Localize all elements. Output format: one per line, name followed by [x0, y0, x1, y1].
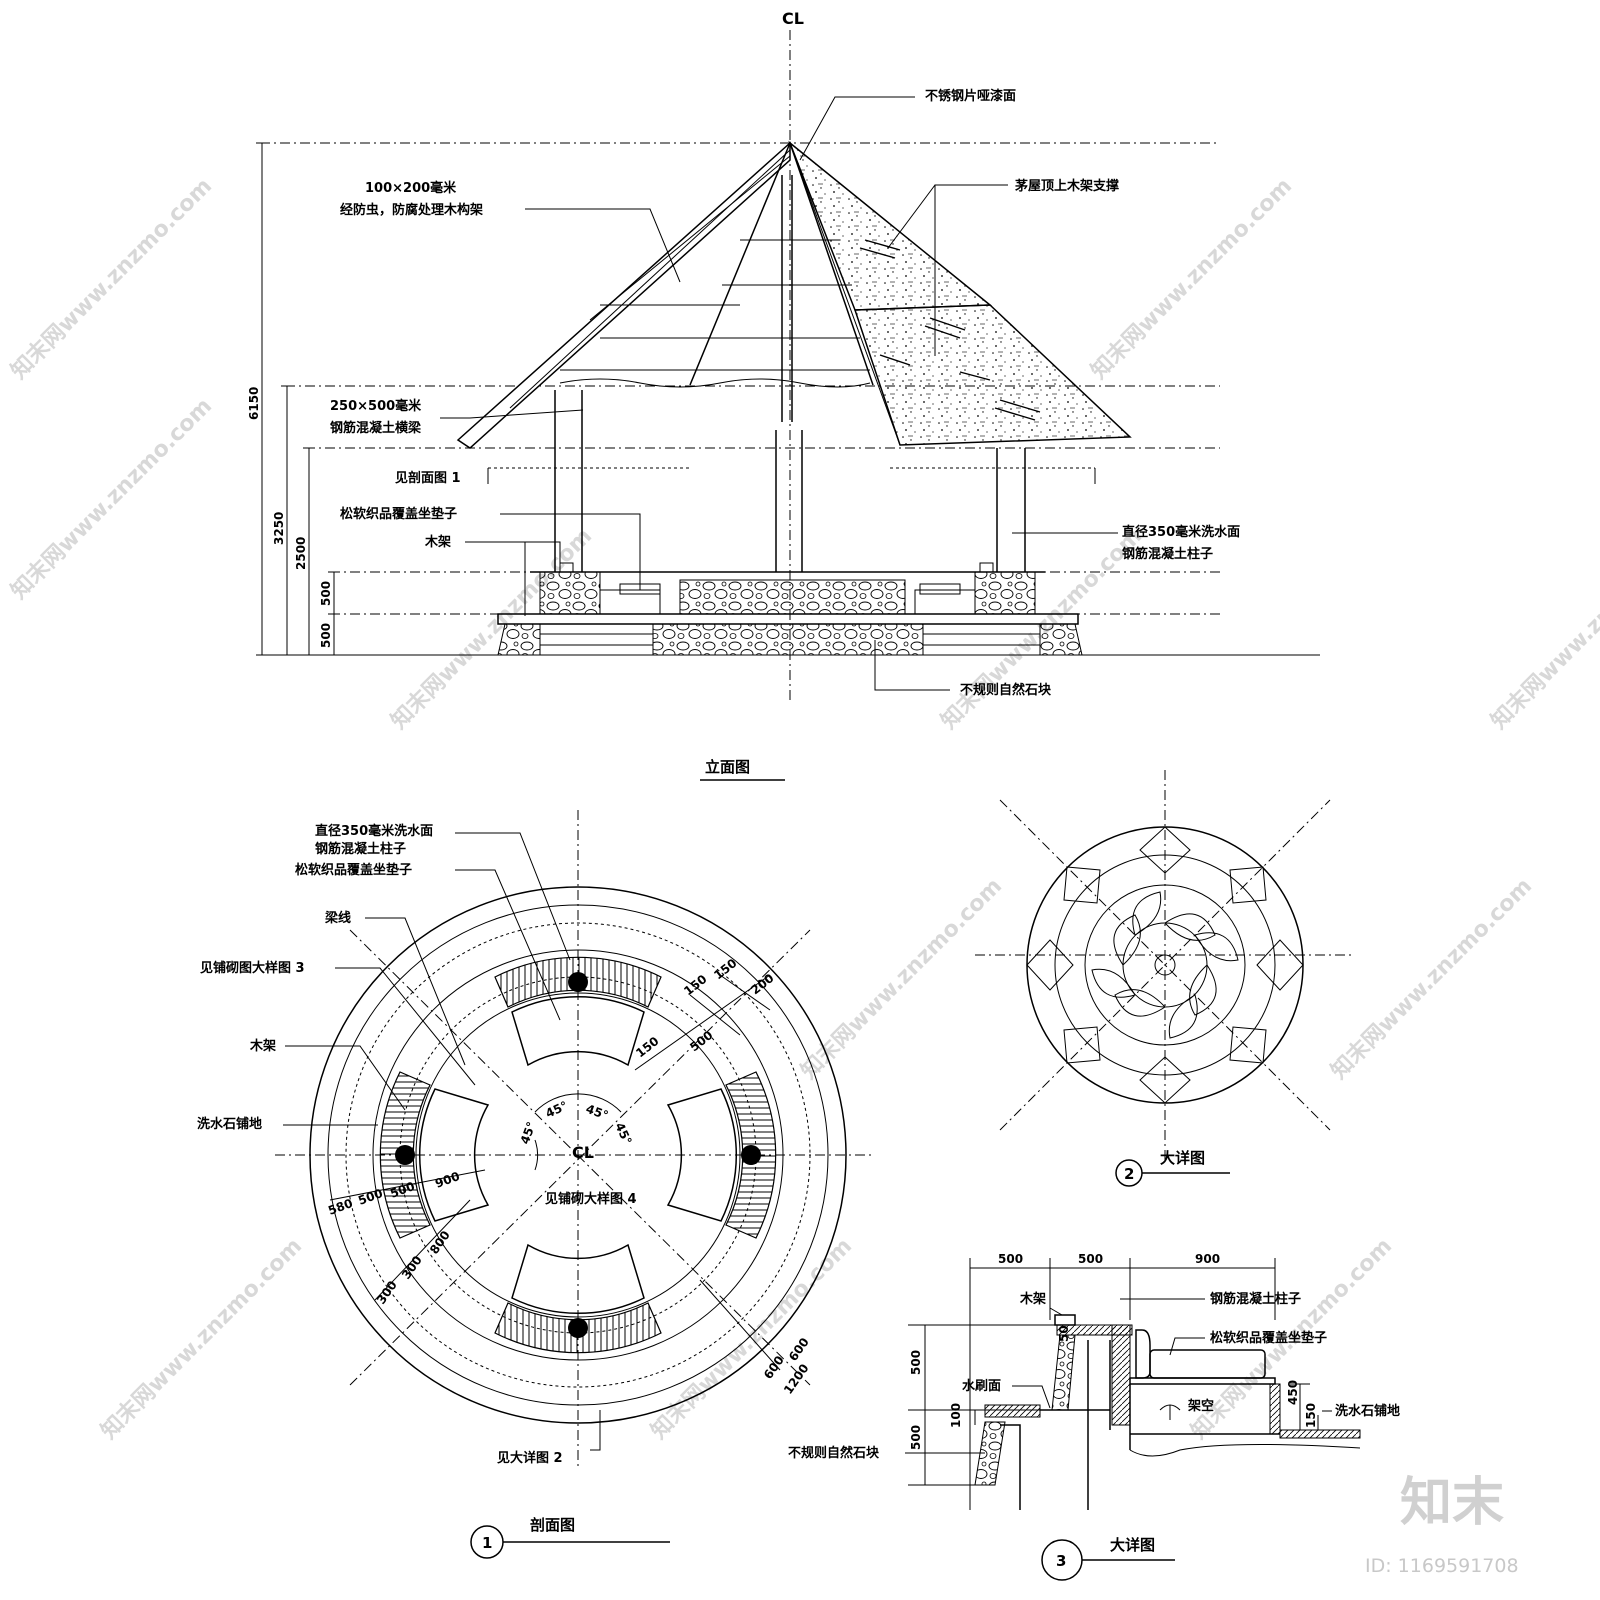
dim-1200: 1200 — [781, 1361, 812, 1396]
detail2-title: 大详图 — [1160, 1149, 1205, 1167]
label-stone: 不规则自然石块 — [960, 682, 1052, 698]
dim-150: 150 — [1304, 1403, 1318, 1428]
elevation-title: 立面图 — [705, 758, 750, 776]
dim-600: 600 — [761, 1353, 787, 1382]
label-see-paving-detail-3: 见铺砌图大样图 3 — [200, 960, 305, 976]
dim-500: 500 — [356, 1186, 384, 1208]
detail-3-view: 500 500 900 50 500 100 500 — [788, 1252, 1400, 1581]
dim-900: 900 — [433, 1169, 461, 1191]
watermark-text: 知末网www.znzmo.com — [796, 873, 1007, 1084]
label-see-detail-2: 见大详图 2 — [497, 1450, 563, 1466]
dim-580: 580 — [326, 1196, 354, 1218]
label-column: 钢筋混凝土柱子 — [1122, 546, 1213, 562]
image-id: ID: 1169591708 — [1365, 1555, 1519, 1577]
dim-height-2500: 2500 — [294, 537, 308, 570]
seat-segments — [379, 956, 777, 1354]
dim-600: 600 — [786, 1335, 812, 1364]
label-column: 直径350毫米洗水面 — [1122, 524, 1240, 540]
watermark-text: 知末网www.znzmo.com — [6, 173, 217, 384]
dim-total-height: 6150 — [247, 387, 261, 420]
watermark-text: 知末网www.znzmo.com — [1086, 173, 1297, 384]
rosette-petals — [1091, 891, 1239, 1039]
watermark-text: 知末网www.znzmo.com — [1326, 873, 1537, 1084]
dim-150: 150 — [633, 1034, 661, 1060]
label-see-section: 见剖面图 1 — [395, 470, 461, 486]
label-cushion: 松软织品覆盖坐垫子 — [1210, 1330, 1327, 1346]
label-timber-frame: 经防虫，防腐处理木构架 — [340, 202, 483, 218]
dim-900: 900 — [1195, 1252, 1220, 1266]
label-paving: 洗水石铺地 — [197, 1116, 262, 1132]
label-column: 直径350毫米洗水面 — [315, 823, 433, 839]
detail3-number: 3 — [1056, 1552, 1066, 1570]
detail3-title: 大详图 — [1110, 1536, 1155, 1554]
detail-2-view: 2 大详图 — [975, 770, 1355, 1187]
label-stone: 不规则自然石块 — [788, 1445, 880, 1461]
watermark-text: 知末网www.znzmo.com — [1486, 523, 1600, 734]
label-void: 架空 — [1187, 1398, 1214, 1414]
label-timber-frame: 100×200毫米 — [365, 180, 457, 196]
angle-label: 45° — [584, 1102, 610, 1123]
dim-100: 100 — [949, 1403, 963, 1428]
plan-title: 剖面图 — [530, 1516, 575, 1534]
dim-height-500: 500 — [319, 623, 333, 648]
centerline-mark: CL — [782, 9, 804, 28]
label-column: 钢筋混凝土柱子 — [315, 841, 406, 857]
dim-300: 300 — [374, 1278, 400, 1307]
label-column: 钢筋混凝土柱子 — [1210, 1291, 1301, 1307]
plan-view: 45° 45° 45° 45° CL 150 150 200 500 150 5… — [197, 810, 875, 1559]
label-wood-frame: 木架 — [1019, 1291, 1046, 1307]
watermark-text: 知末网www.znzmo.com — [96, 1233, 307, 1444]
label-beam: 250×500毫米 — [330, 398, 422, 414]
label-beam-line: 梁线 — [324, 910, 351, 926]
label-thatch-support: 茅屋顶上木架支撑 — [1015, 178, 1119, 194]
dim-200: 200 — [748, 971, 776, 997]
dim-height-3250: 3250 — [272, 512, 286, 545]
label-stainless-cap: 不锈钢片哑漆面 — [925, 88, 1016, 104]
label-wash-face: 水刷面 — [962, 1378, 1001, 1394]
elevation-view: CL — [247, 9, 1320, 781]
plan-centerline-mark: CL — [572, 1143, 594, 1162]
dim-500: 500 — [1078, 1252, 1103, 1266]
dim-height-500: 500 — [319, 581, 333, 606]
label-see-paving-detail-4: 见铺砌大样图 4 — [545, 1191, 637, 1207]
brand-logo: 知末 — [1400, 1473, 1504, 1533]
detail2-number: 2 — [1124, 1165, 1134, 1183]
dim-300: 300 — [399, 1253, 425, 1282]
label-cushion: 松软织品覆盖坐垫子 — [295, 862, 412, 878]
label-beam: 钢筋混凝土横梁 — [330, 420, 422, 436]
angle-label: 45° — [612, 1120, 634, 1146]
label-paving: 洗水石铺地 — [1335, 1403, 1400, 1419]
watermark-text: 知末网www.znzmo.com — [6, 393, 217, 604]
dim-500: 500 — [909, 1350, 923, 1375]
dim-500: 500 — [998, 1252, 1023, 1266]
dim-500: 500 — [909, 1425, 923, 1450]
label-cushion: 松软织品覆盖坐垫子 — [340, 506, 457, 522]
watermark-text: 知末网www.znzmo.com — [386, 523, 597, 734]
dim-450: 450 — [1286, 1380, 1300, 1405]
label-wood-frame: 木架 — [424, 534, 451, 550]
label-wood-frame: 木架 — [249, 1038, 276, 1054]
plan-number: 1 — [482, 1534, 492, 1552]
